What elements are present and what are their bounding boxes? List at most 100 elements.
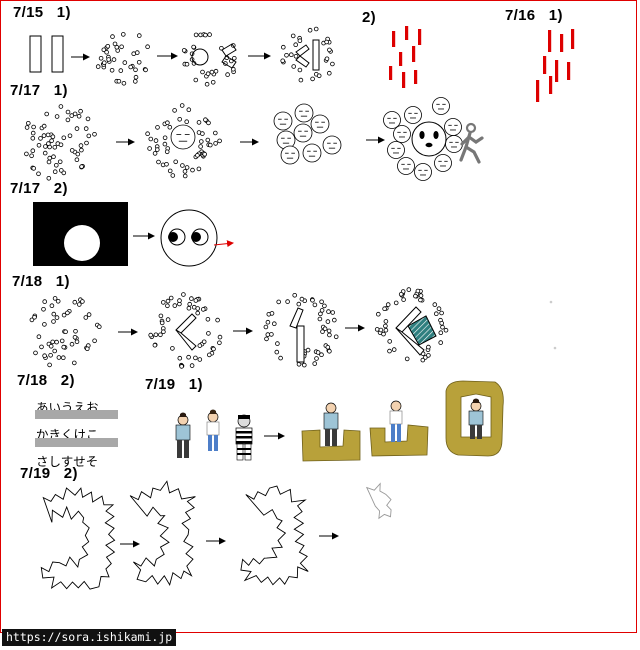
dot bbox=[155, 147, 160, 152]
dot bbox=[301, 362, 307, 368]
dot bbox=[213, 130, 218, 136]
dot bbox=[378, 327, 384, 333]
big-face bbox=[411, 121, 447, 157]
grey-bar bbox=[35, 410, 118, 419]
dot bbox=[57, 159, 63, 165]
face-outline bbox=[397, 157, 415, 175]
dot bbox=[48, 352, 53, 358]
dot bbox=[147, 146, 152, 151]
dot bbox=[325, 344, 331, 350]
dot bbox=[184, 165, 190, 170]
dot bbox=[322, 303, 327, 309]
dot bbox=[43, 144, 48, 149]
dot bbox=[98, 55, 104, 61]
dot bbox=[60, 355, 66, 361]
person-in-u-2 bbox=[389, 400, 403, 442]
dot bbox=[101, 47, 107, 53]
face-outline bbox=[444, 118, 462, 136]
grey-bar bbox=[35, 438, 118, 447]
dot bbox=[164, 162, 169, 167]
dot bbox=[118, 68, 124, 73]
page-frame bbox=[0, 0, 637, 633]
face-outline bbox=[434, 154, 452, 172]
dot bbox=[179, 364, 184, 369]
face bbox=[444, 118, 462, 136]
dot bbox=[135, 50, 140, 55]
dot bbox=[330, 61, 335, 67]
dot bbox=[45, 132, 51, 138]
dot bbox=[148, 332, 154, 338]
site-url-footer[interactable]: https://sora.ishikami.jp bbox=[2, 629, 177, 646]
dot bbox=[104, 49, 109, 55]
red-stick bbox=[548, 30, 552, 52]
face bbox=[445, 135, 463, 153]
face-outline bbox=[310, 114, 330, 134]
face-outline bbox=[404, 106, 422, 124]
dot bbox=[158, 332, 163, 338]
dot bbox=[39, 344, 44, 350]
dot bbox=[161, 300, 166, 305]
dot bbox=[186, 305, 192, 311]
face bbox=[387, 141, 405, 159]
dot bbox=[49, 138, 54, 144]
dot bbox=[211, 346, 216, 352]
dot bbox=[297, 38, 303, 43]
dot bbox=[42, 299, 47, 304]
dot bbox=[72, 360, 77, 366]
dot bbox=[76, 113, 82, 119]
dot bbox=[85, 116, 91, 122]
dot bbox=[217, 334, 223, 340]
dot bbox=[61, 312, 67, 318]
dot bbox=[553, 346, 557, 350]
dot bbox=[200, 69, 205, 75]
red-stick bbox=[412, 46, 416, 62]
dot bbox=[217, 138, 222, 144]
dot bbox=[83, 315, 89, 320]
dot bbox=[33, 350, 38, 356]
person-in-u-1 bbox=[323, 402, 339, 446]
dot bbox=[432, 302, 438, 307]
dot bbox=[198, 144, 203, 149]
dot bbox=[275, 341, 280, 346]
face bbox=[322, 135, 342, 155]
dot bbox=[195, 153, 200, 158]
dot bbox=[383, 323, 388, 329]
dot bbox=[179, 103, 185, 108]
dot bbox=[69, 148, 75, 153]
dot bbox=[41, 306, 46, 312]
dot bbox=[285, 299, 290, 304]
dot bbox=[24, 125, 30, 130]
face bbox=[397, 157, 415, 175]
dot bbox=[48, 343, 54, 349]
dot bbox=[316, 73, 322, 79]
dot bbox=[324, 39, 329, 45]
dot-cluster bbox=[374, 287, 449, 363]
face bbox=[310, 114, 330, 134]
dot bbox=[312, 361, 318, 366]
dot bbox=[404, 356, 410, 362]
dot bbox=[292, 292, 298, 298]
dot bbox=[197, 343, 203, 348]
dot bbox=[74, 126, 80, 131]
dot bbox=[381, 331, 386, 337]
dot bbox=[58, 104, 64, 109]
dot bbox=[65, 310, 70, 316]
dot bbox=[319, 308, 325, 313]
dot bbox=[232, 55, 237, 61]
dot-cluster bbox=[280, 26, 335, 83]
dot bbox=[186, 354, 191, 360]
dot bbox=[320, 329, 325, 334]
dot bbox=[391, 347, 397, 352]
red-stick bbox=[567, 62, 571, 80]
dot bbox=[207, 352, 212, 358]
dot bbox=[74, 157, 80, 163]
dot bbox=[145, 131, 150, 137]
dot bbox=[310, 76, 315, 82]
label-7-19-1: 7/19 1) bbox=[145, 376, 203, 393]
dot bbox=[307, 27, 313, 33]
dot bbox=[59, 338, 65, 344]
gold-u-shape-2 bbox=[369, 424, 429, 457]
dot bbox=[181, 48, 187, 53]
dot bbox=[180, 163, 185, 168]
label-7-16-1: 7/16 1) bbox=[505, 7, 563, 24]
